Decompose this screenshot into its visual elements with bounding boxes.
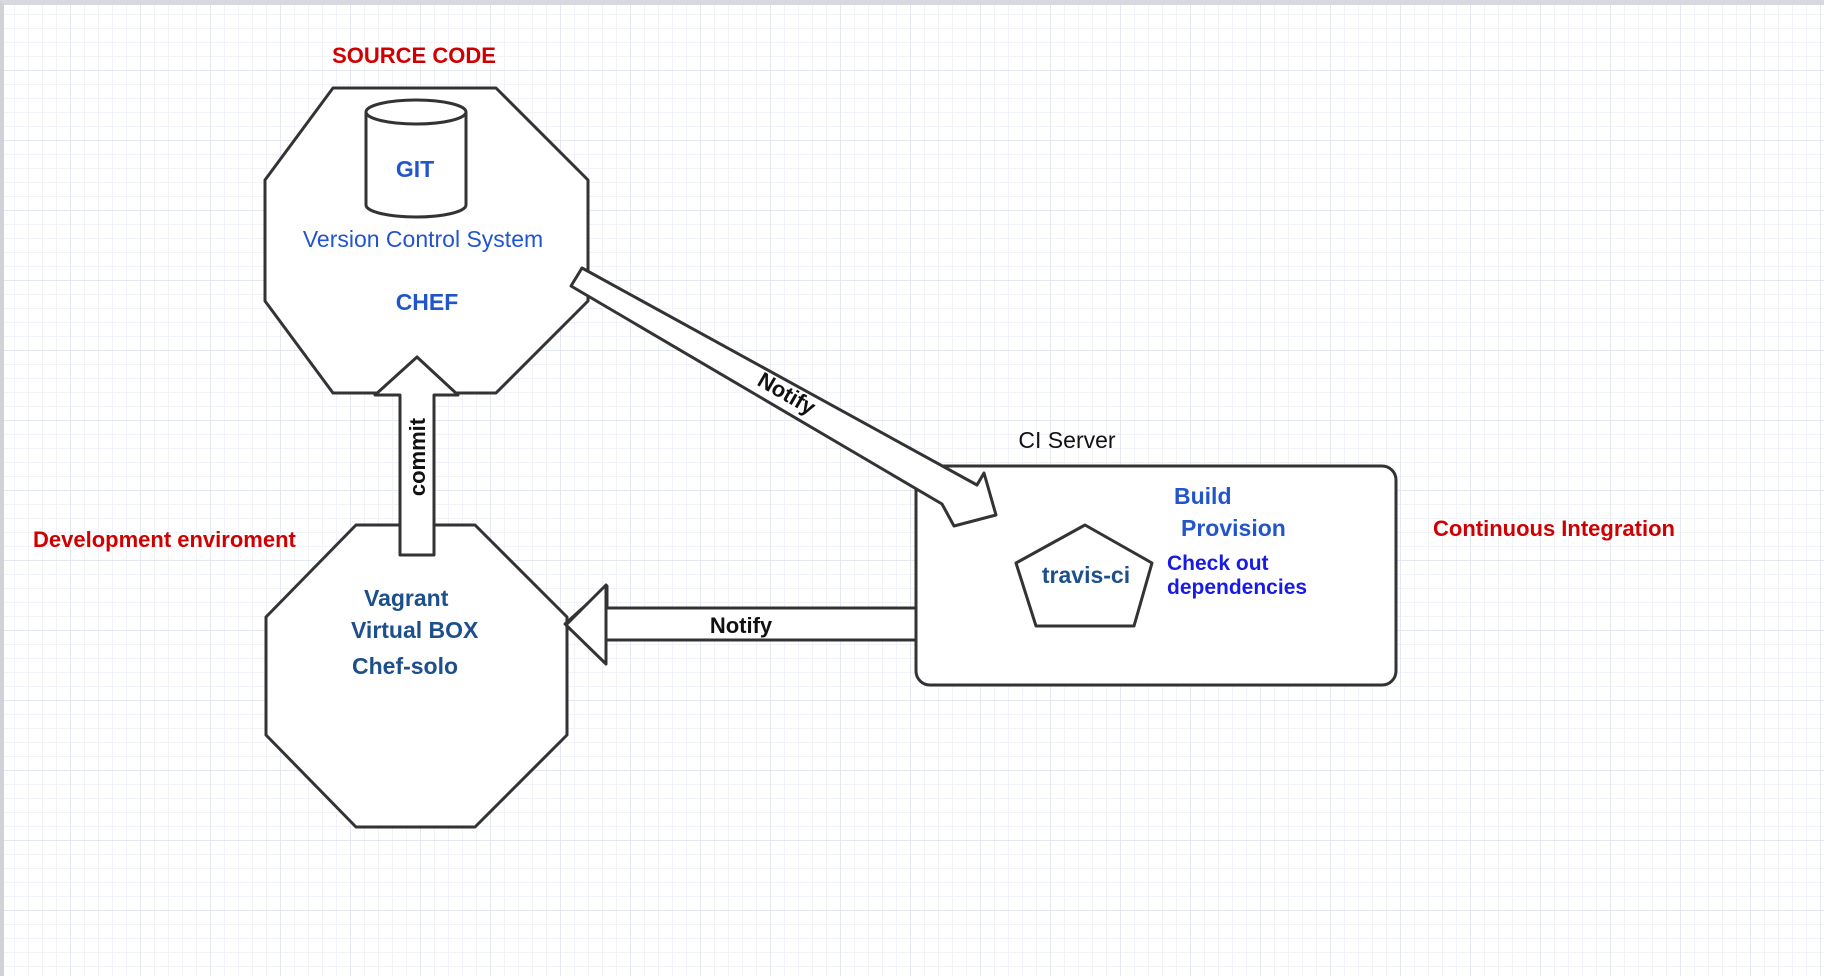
ci-checkout-line-1: Check out: [1167, 552, 1269, 575]
ci-server-caption: CI Server: [1018, 427, 1115, 453]
development-environment-node[interactable]: [264, 523, 569, 829]
dev-env-line-vagrant: Vagrant: [364, 585, 449, 611]
dev-env-line-virtualbox: Virtual BOX: [351, 617, 479, 643]
ci-step-build: Build: [1174, 483, 1232, 509]
notify-to-dev-label: Notify: [710, 613, 773, 638]
git-label: GIT: [396, 156, 434, 182]
source-code-title: SOURCE CODE: [332, 43, 496, 68]
continuous-integration-label: Continuous Integration: [1433, 516, 1675, 541]
ci-step-provision: Provision: [1181, 515, 1286, 541]
chef-label: CHEF: [396, 289, 459, 315]
source-code-node[interactable]: [263, 86, 590, 395]
commit-arrow: [373, 355, 460, 557]
dev-env-line-chef-solo: Chef-solo: [352, 653, 458, 679]
dev-env-title: Development enviroment: [33, 527, 297, 552]
ci-checkout-line-2: dependencies: [1167, 576, 1307, 599]
travis-ci-label: travis-ci: [1042, 562, 1130, 588]
vcs-label: Version Control System: [303, 226, 543, 252]
notify-arrow-to-dev-body: [564, 583, 918, 666]
commit-label: commit: [405, 417, 430, 496]
ci-server-box[interactable]: [914, 464, 1398, 687]
notify-arrow-to-ci: [569, 266, 998, 528]
git-repository-icon: [364, 98, 468, 219]
travis-ci-node[interactable]: [1014, 523, 1154, 628]
